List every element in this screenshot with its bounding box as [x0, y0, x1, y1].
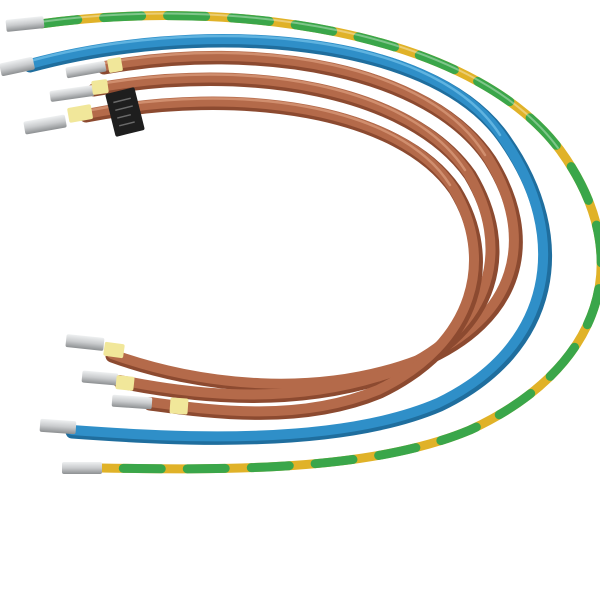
ferrule-icon [39, 418, 77, 435]
ferrule-icon [81, 370, 119, 386]
neutral-wire [0, 34, 552, 445]
wire-marker [67, 104, 93, 123]
ferrule-icon [65, 60, 107, 79]
phase-wire-1 [65, 50, 523, 393]
ferrule-icon [0, 56, 35, 77]
wire-marker [169, 397, 189, 415]
wire-marker [103, 341, 125, 359]
ferrule-icon [62, 462, 102, 474]
id-tag [105, 87, 145, 137]
earth-wire [5, 11, 600, 474]
ferrule-icon [111, 394, 153, 410]
ferrule-icon [5, 16, 45, 32]
ferrule-icon [65, 334, 105, 351]
ferrule-icon [23, 114, 67, 135]
ferrule-icon [49, 85, 95, 102]
wire-marker [115, 375, 135, 391]
wire-marker [91, 79, 109, 95]
phase-wire-2 [49, 72, 500, 403]
wire-marker [107, 57, 123, 73]
phase-wire-3 [23, 96, 483, 420]
